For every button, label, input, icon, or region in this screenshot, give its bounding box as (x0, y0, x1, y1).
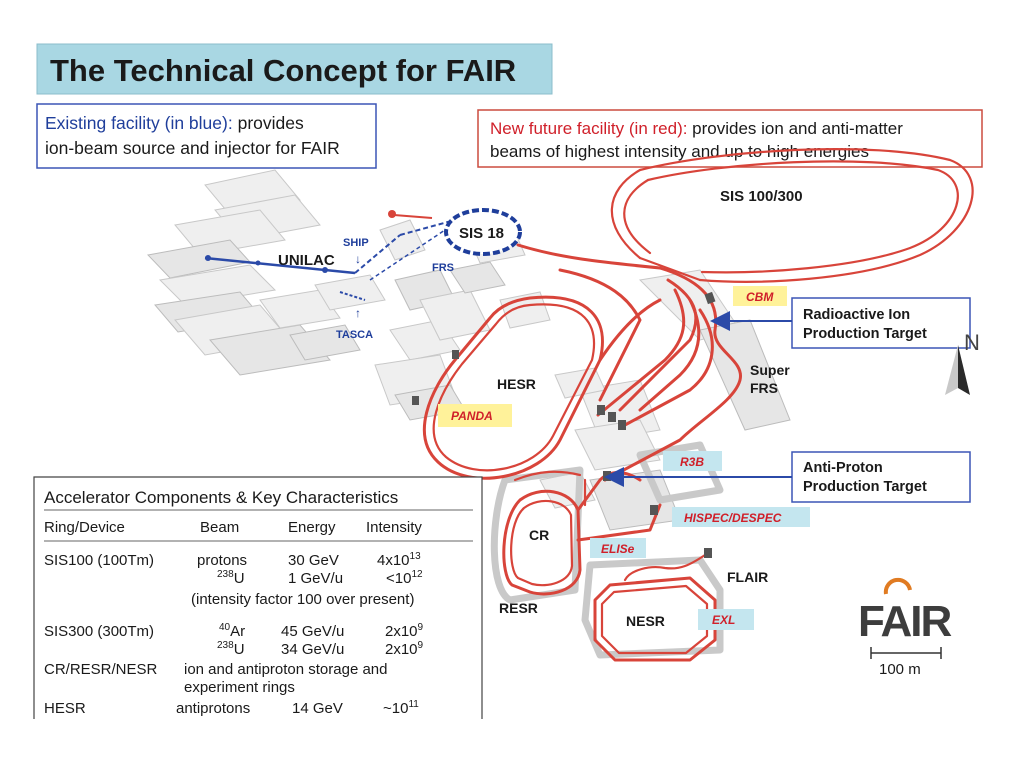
nesr-label: NESR (626, 613, 665, 629)
tag-hispec-bg (672, 507, 810, 527)
table-row-sis100-note: (intensity factor 100 over present) (191, 591, 414, 608)
hesr-label: HESR (497, 376, 536, 392)
tag-panda: PANDA (451, 409, 493, 423)
fair-logo: FAIR (858, 577, 953, 646)
tag-r3b-bg (663, 451, 722, 471)
table-header-ring: Ring/Device (44, 519, 125, 536)
page-title: The Technical Concept for FAIR (50, 53, 516, 88)
future-facility-text-line1: New future facility (in red): provides i… (490, 119, 903, 138)
table-row-hesr-beam: antiprotons (176, 700, 250, 717)
tag-panda-bg (438, 404, 512, 427)
radioactive-callout-line2: Production Target (803, 326, 927, 342)
tag-elise-bg (590, 538, 646, 558)
title-banner (36, 43, 553, 95)
scale-label: 100 m (879, 661, 921, 678)
tunnels (490, 441, 724, 659)
existing-facility-text-line2: ion-beam source and injector for FAIR (45, 138, 340, 158)
scale-bar: 100 m (870, 647, 942, 678)
tag-exl-bg (698, 609, 754, 630)
table-row-cr-name: CR/RESR/NESR (44, 661, 158, 678)
tag-hispec: HISPEC/DESPEC (684, 511, 782, 525)
table-row-sis300-name: SIS300 (300Tm) (44, 623, 154, 640)
table-row-sis100-beam1: protons (197, 552, 247, 569)
north-label: N (964, 330, 980, 355)
existing-facility-text-line1: Existing facility (in blue): provides (45, 113, 304, 133)
sis18-label: SIS 18 (459, 225, 504, 242)
radioactive-callout-line1: Radioactive Ion (803, 307, 910, 323)
table-row-sis300-energy1: 45 GeV/u (281, 623, 344, 640)
components-table: Accelerator Components & Key Characteris… (33, 476, 483, 719)
target-blocks (412, 291, 716, 558)
table-row-sis300-beam1: 40Ar (219, 622, 245, 640)
radioactive-callout: Radioactive Ion Production Target (710, 297, 971, 349)
future-facility-box (477, 109, 983, 168)
table-row-sis100-name: SIS100 (100Tm) (44, 552, 154, 569)
table-row-cr-desc1: ion and antiproton storage and (184, 661, 388, 678)
sis18-ring (444, 208, 522, 256)
flair-label: FLAIR (727, 569, 768, 585)
table-row-sis100-energy1: 30 GeV (288, 552, 339, 569)
antiproton-callout-line1: Anti-Proton (803, 460, 883, 476)
ship-label: SHIP (343, 237, 369, 249)
table-title: Accelerator Components & Key Characteris… (44, 488, 398, 507)
tag-cbm-bg (733, 286, 787, 306)
table-row-sis300-intensity1: 2x109 (385, 622, 424, 640)
tag-elise: ELISe (601, 542, 635, 556)
table-header-beam: Beam (200, 519, 239, 536)
resr-label: RESR (499, 600, 538, 616)
unilac-label: UNILAC (278, 252, 335, 269)
tag-r3b: R3B (680, 455, 704, 469)
table-row-sis100-energy2: 1 GeV/u (288, 570, 343, 587)
table-row-hesr-name: HESR (44, 700, 86, 717)
existing-facility-box (36, 103, 377, 169)
table-row-sis300-energy2: 34 GeV/u (281, 641, 344, 658)
table-header-energy: Energy (288, 519, 336, 536)
table-header-intensity: Intensity (366, 519, 422, 536)
north-arrow-icon: N (945, 330, 980, 395)
cr-label: CR (529, 527, 549, 543)
antiproton-callout-line2: Production Target (803, 479, 927, 495)
tag-exl: EXL (712, 613, 735, 627)
super-frs-label-line2: FRS (750, 380, 778, 396)
fair-logo-text: FAIR (858, 597, 951, 646)
super-frs-label-line1: Super (750, 362, 790, 378)
table-row-sis100-beam2: 238U (217, 569, 245, 587)
antiproton-callout: Anti-Proton Production Target (604, 451, 971, 503)
table-row-sis100-intensity2: <1012 (386, 569, 423, 587)
future-facility-text-line2: beams of highest intensity and up to hig… (490, 142, 869, 161)
tag-cbm: CBM (746, 290, 774, 304)
ship-arrow-icon: ↓ (355, 252, 361, 266)
table-row-sis300-intensity2: 2x109 (385, 640, 424, 658)
table-row-hesr-energy: 14 GeV (292, 700, 343, 717)
table-row-sis100-intensity1: 4x1013 (377, 551, 421, 569)
unilac-beamline (204, 210, 456, 301)
future-beamlines (422, 148, 974, 662)
tasca-label: TASCA (336, 329, 373, 341)
sis100-label: SIS 100/300 (720, 188, 803, 205)
frs-label: FRS (432, 262, 454, 274)
table-row-hesr-intensity: ~1011 (383, 699, 419, 717)
table-row-sis300-beam2: 238U (217, 640, 245, 658)
table-row-cr-desc2: experiment rings (184, 679, 295, 696)
tasca-arrow-icon: ↑ (355, 306, 361, 320)
